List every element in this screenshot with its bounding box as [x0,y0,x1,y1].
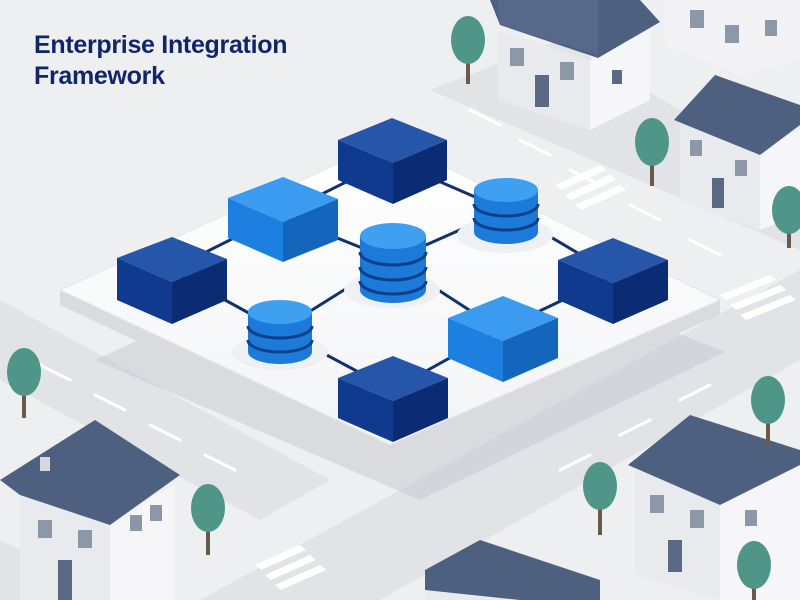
node-n2 [228,177,338,262]
title-line-2: Framework [34,62,165,90]
tree-icon [583,462,617,535]
crosswalks [255,165,796,590]
node-n5 [358,223,428,303]
node-n6 [558,238,668,324]
tree-icon [7,348,41,418]
tree-icon [772,186,800,248]
page-title: Enterprise Integration Framework [34,30,454,92]
title-line-1: Enterprise Integration [34,31,288,59]
house-top-center [490,0,660,130]
node-n9 [338,356,448,442]
tree-icon [635,118,669,186]
node-n3 [472,178,540,244]
tree-icon [751,376,785,448]
house-bottom-center [425,540,600,600]
tree-icon [191,484,225,555]
node-n8 [448,296,558,382]
node-n4 [117,237,227,324]
house-top-right [665,0,800,75]
tree-icon [451,16,485,84]
house-bottom-left [0,420,180,600]
node-n1 [338,118,447,204]
tree-icon [737,541,771,600]
house-bottom-right [628,415,800,600]
trees [7,16,800,600]
road-diagonal-left [0,300,330,520]
node-n7 [246,300,314,364]
